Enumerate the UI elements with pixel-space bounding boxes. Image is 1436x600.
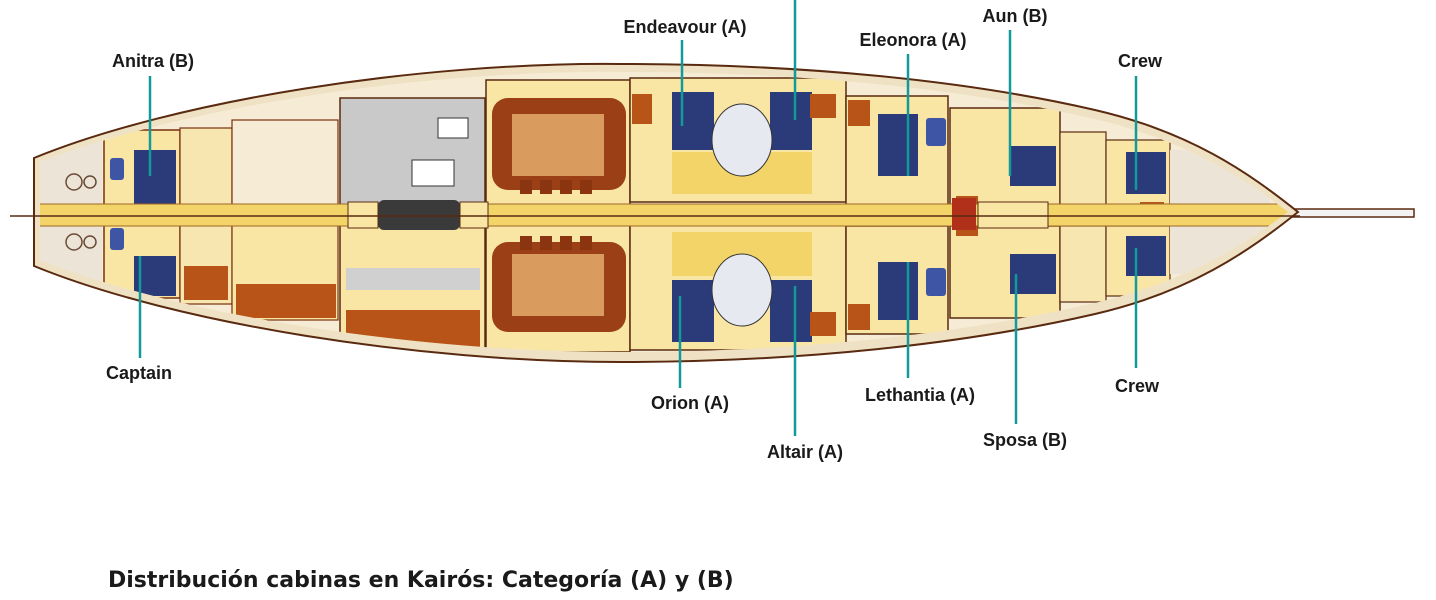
label-crew-top: Crew: [1118, 51, 1163, 71]
label-sposa: Sposa (B): [983, 430, 1067, 450]
label-anitra: Anitra (B): [112, 51, 194, 71]
bowsprit: [1285, 208, 1415, 218]
leader-lines: [138, 0, 1138, 436]
diagram-caption: Distribución cabinas en Kairós: Categorí…: [108, 568, 734, 593]
label-endeavour: Endeavour (A): [623, 17, 746, 37]
label-aun: Aun (B): [983, 6, 1048, 26]
label-eleonora: Eleonora (A): [859, 30, 966, 50]
label-lethantia: Lethantia (A): [865, 385, 975, 405]
label-crew-bottom: Crew: [1115, 376, 1160, 396]
label-captain: Captain: [106, 363, 172, 383]
label-orion: Orion (A): [651, 393, 729, 413]
label-altair: Altair (A): [767, 442, 843, 462]
